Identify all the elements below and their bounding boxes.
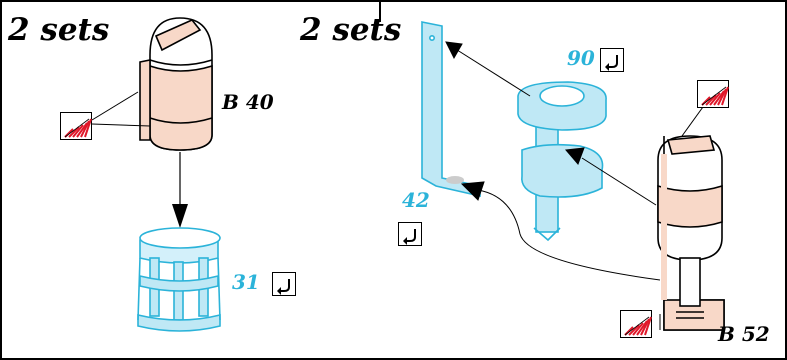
paint-hatch-icon	[697, 80, 729, 108]
part-code-b52: B 52	[718, 322, 770, 346]
bottle-b52	[657, 135, 725, 331]
flip-over-icon	[600, 48, 624, 72]
left-heading: 2 sets	[8, 12, 110, 48]
flip-over-icon	[398, 222, 422, 246]
arrow-b40-to-31	[172, 152, 188, 228]
part-number-31: 31	[232, 270, 260, 294]
holder-90	[517, 81, 607, 242]
part-number-42: 42	[402, 188, 430, 212]
arrows-right	[445, 41, 709, 330]
part-number-90: 90	[567, 46, 595, 70]
right-heading: 2 sets	[300, 12, 402, 48]
bottle-b40	[139, 17, 213, 151]
paint-hatch-icon	[60, 112, 92, 140]
leader-lines-b40	[91, 91, 151, 127]
flip-over-icon	[272, 272, 296, 296]
part-code-b40: B 40	[222, 90, 274, 114]
cage-31	[137, 227, 221, 332]
paint-hatch-icon	[620, 310, 652, 338]
